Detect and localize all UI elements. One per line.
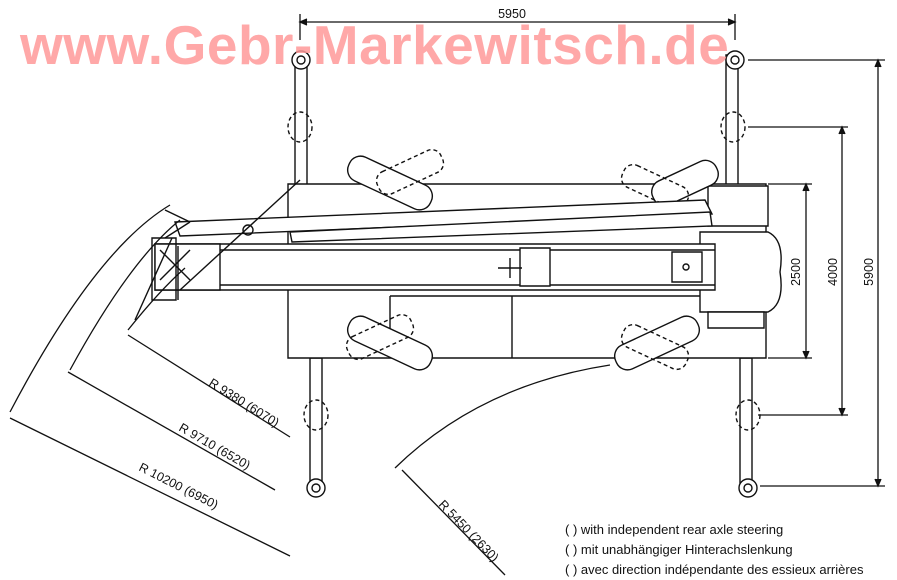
boom xyxy=(152,238,715,300)
radius-label-4: R 5450 (2630) xyxy=(436,497,502,564)
radius-label-1: R 9380 (6070) xyxy=(206,376,281,430)
swing-radius-arcs xyxy=(10,205,610,575)
jib xyxy=(135,180,712,320)
legend: ( ) with independent rear axle steering … xyxy=(565,520,863,580)
legend-line-fr: ( ) avec direction indépendante des essi… xyxy=(565,562,864,577)
dim-2500-label: 2500 xyxy=(789,258,803,286)
radius-label-2: R 9710 (6520) xyxy=(177,420,253,472)
outriggers xyxy=(288,51,760,497)
track-width-dimension xyxy=(300,14,735,40)
dim-5900-label: 5900 xyxy=(862,258,876,286)
legend-line-de: ( ) mit unabhängiger Hinterachslenkung xyxy=(565,542,793,557)
right-dimensions xyxy=(748,60,885,486)
dim-5950-label: 5950 xyxy=(498,7,526,21)
legend-line-en: ( ) with independent rear axle steering xyxy=(565,522,784,537)
wheels xyxy=(343,146,722,373)
dim-4000-label: 4000 xyxy=(826,258,840,286)
